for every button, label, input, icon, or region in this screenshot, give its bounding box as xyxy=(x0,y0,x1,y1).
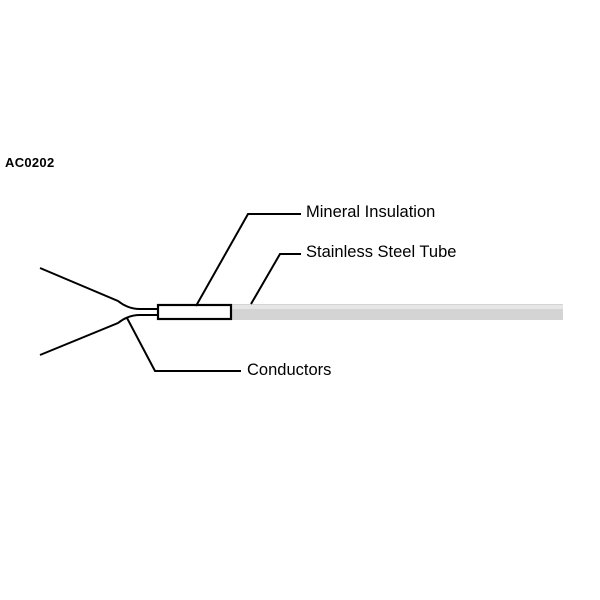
leader-stainless-steel-tube xyxy=(250,253,301,305)
leader-lines xyxy=(126,213,301,372)
label-mineral-insulation: Mineral Insulation xyxy=(306,203,436,221)
conductor-wire-lower xyxy=(39,314,158,356)
conductors-wires xyxy=(39,267,158,356)
leader-conductors xyxy=(126,317,241,372)
figure-code-label: AC0202 xyxy=(5,155,55,170)
label-stainless-steel-tube: Stainless Steel Tube xyxy=(306,243,457,261)
conductor-wire-upper xyxy=(39,267,158,310)
label-conductors: Conductors xyxy=(247,361,332,379)
leader-mineral-insulation xyxy=(195,213,301,307)
stainless-steel-tube xyxy=(231,304,563,320)
mineral-insulation xyxy=(156,303,233,321)
